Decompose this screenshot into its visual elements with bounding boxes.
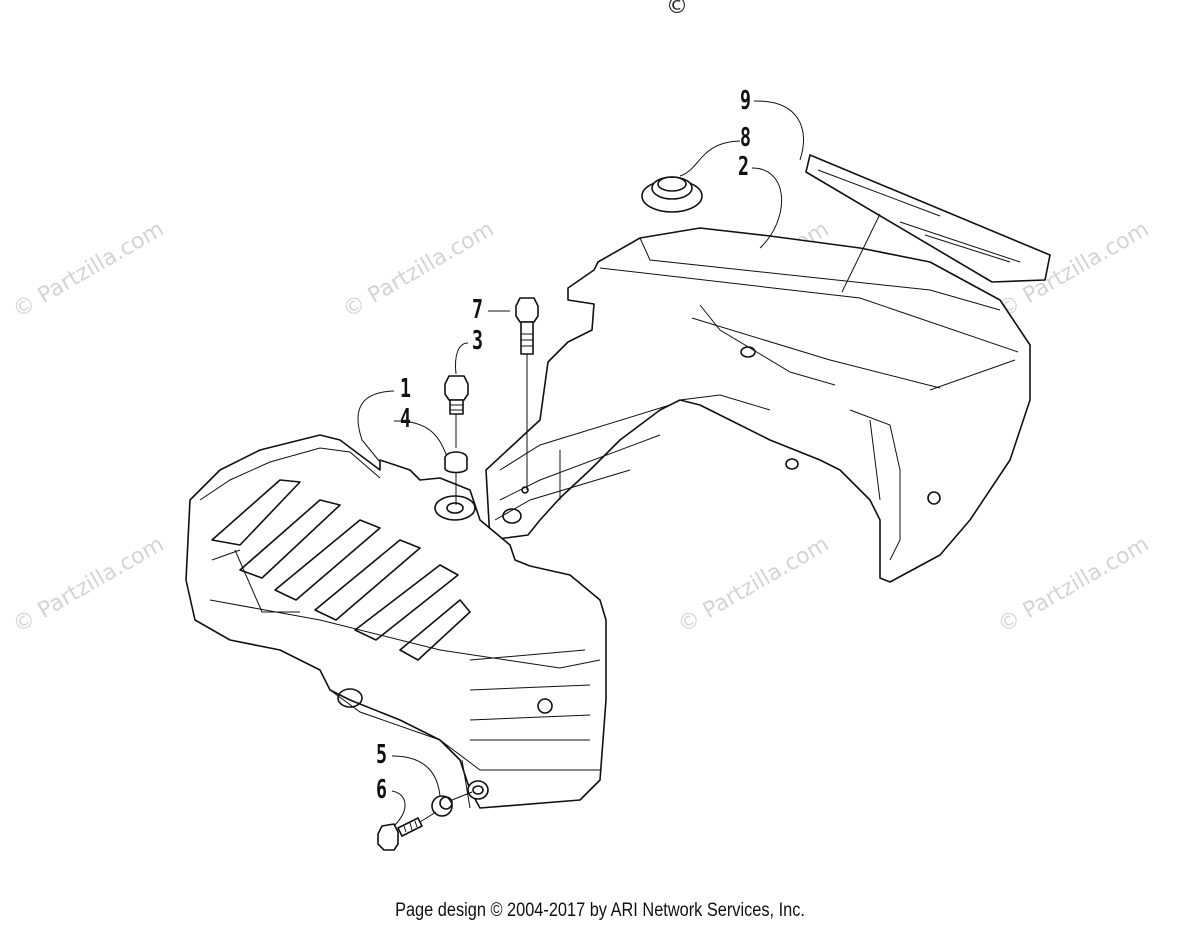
callout-9: 9 (740, 86, 751, 116)
callout-4: 4 (400, 404, 411, 434)
bushing (444, 451, 468, 505)
callout-7: 7 (472, 295, 483, 325)
bolt-short (444, 375, 469, 448)
grommet (641, 176, 703, 213)
heat-shield-upper (485, 227, 1031, 583)
callout-3: 3 (472, 326, 483, 356)
leader-lines (357, 100, 804, 827)
decal (805, 154, 1051, 293)
bolt-lower (377, 811, 437, 851)
footer-copyright: Page design © 2004-2017 by ARI Network S… (395, 900, 805, 921)
callout-8: 8 (740, 123, 751, 153)
bolt-long (515, 297, 539, 490)
callout-2: 2 (738, 152, 749, 182)
callout-6: 6 (376, 775, 387, 805)
callout-1: 1 (400, 374, 411, 404)
washer (431, 791, 473, 817)
copyright-mark: © (666, 0, 688, 19)
heat-shield-lower (185, 434, 607, 809)
callout-5: 5 (376, 740, 387, 770)
